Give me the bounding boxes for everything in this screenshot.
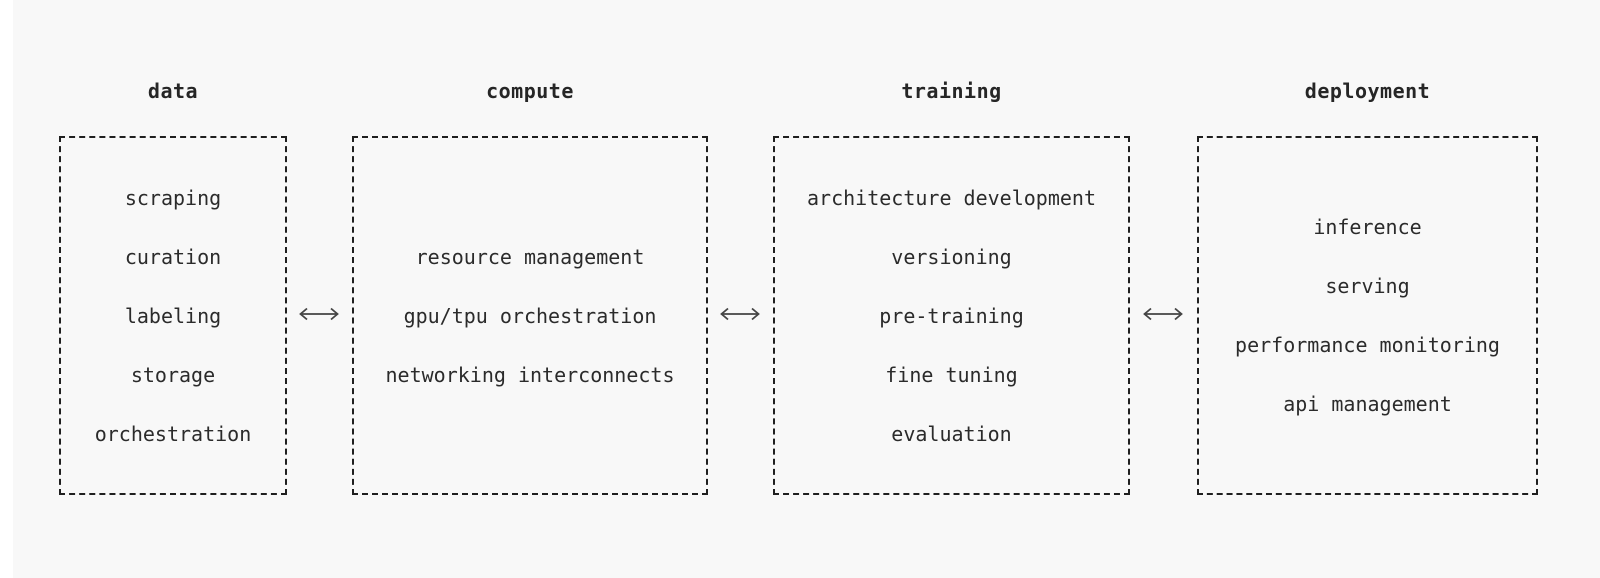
box-data-item: orchestration [94, 421, 252, 446]
box-deployment-item: inference [1313, 215, 1422, 239]
box-compute-item: gpu/tpu orchestration [403, 303, 657, 328]
box-deployment-item: performance monitoring [1235, 333, 1500, 357]
box-data-item: labeling [124, 303, 222, 328]
box-deployment-item: serving [1325, 274, 1410, 298]
double-arrow-icon [1141, 305, 1185, 323]
double-arrow-icon [718, 305, 762, 323]
box-compute-item: networking interconnects [385, 362, 675, 387]
column-title-training: training [901, 79, 1002, 103]
column-title-data: data [147, 79, 199, 103]
left-edge-strip [0, 0, 13, 578]
box-data: scraping curation labeling storage orche… [59, 136, 287, 495]
box-training-item: pre-training [879, 303, 1024, 328]
box-data-item: scraping [124, 185, 222, 210]
box-training-item: evaluation [891, 421, 1012, 446]
box-compute-item: resource management [415, 244, 645, 269]
box-data-item: storage [130, 362, 216, 387]
column-title-deployment: deployment [1304, 79, 1431, 103]
box-training-item: versioning [891, 244, 1012, 269]
box-training-item: architecture development [807, 185, 1096, 210]
column-title-compute: compute [486, 79, 574, 103]
box-training-item: fine tuning [885, 362, 1018, 387]
box-compute: resource management gpu/tpu orchestratio… [352, 136, 708, 495]
box-data-item: curation [124, 244, 222, 269]
box-deployment-item: api management [1283, 392, 1452, 416]
box-deployment: inference serving performance monitoring… [1197, 136, 1538, 495]
box-training: architecture development versioning pre-… [773, 136, 1130, 495]
double-arrow-icon [297, 305, 341, 323]
